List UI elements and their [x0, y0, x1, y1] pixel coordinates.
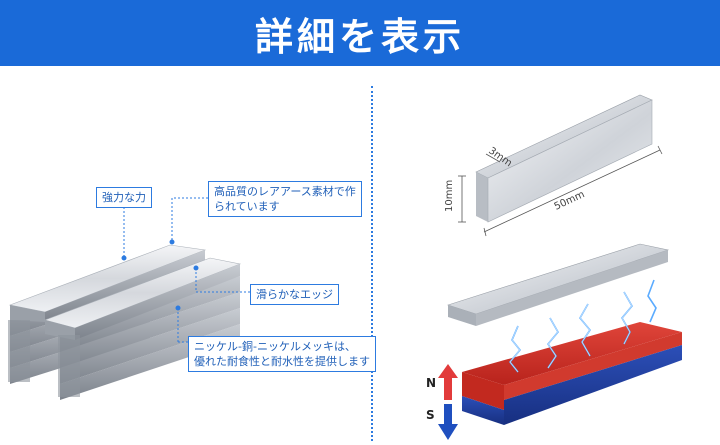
- title-banner: 詳細を表示: [0, 0, 720, 66]
- callout-plating: ニッケル-銅-ニッケルメッキは、 優れた耐食性と耐水性を提供します: [188, 336, 376, 372]
- section-divider: [371, 86, 373, 441]
- callout-material: 高品質のレアアース素材で作 られています: [208, 181, 362, 217]
- leader-lines: [121, 197, 250, 343]
- length-dimension-label: 50mm: [553, 189, 587, 213]
- north-pole-label: N: [426, 376, 437, 390]
- magnetic-field-diagram: [438, 243, 682, 440]
- callout-text-line2: 優れた耐食性と耐水性を提供します: [194, 355, 370, 368]
- callout-text-line1: ニッケル-銅-ニッケルメッキは、: [194, 340, 356, 353]
- callout-text: 強力な力: [102, 191, 146, 204]
- width-dimension-label: 10mm: [444, 180, 455, 212]
- banner-title: 詳細を表示: [254, 14, 465, 59]
- callout-text-line2: られています: [214, 200, 280, 213]
- callout-text: 滑らかなエッジ: [256, 288, 333, 301]
- callout-strong-force: 強力な力: [96, 187, 152, 208]
- callout-smooth-edge: 滑らかなエッジ: [250, 284, 339, 305]
- magnet-stack: [8, 244, 242, 400]
- callout-text-line1: 高品質のレアアース素材で作: [214, 185, 356, 198]
- south-pole-label: S: [426, 408, 435, 422]
- dimension-diagram: 10mm 3mm 50mm: [444, 94, 663, 237]
